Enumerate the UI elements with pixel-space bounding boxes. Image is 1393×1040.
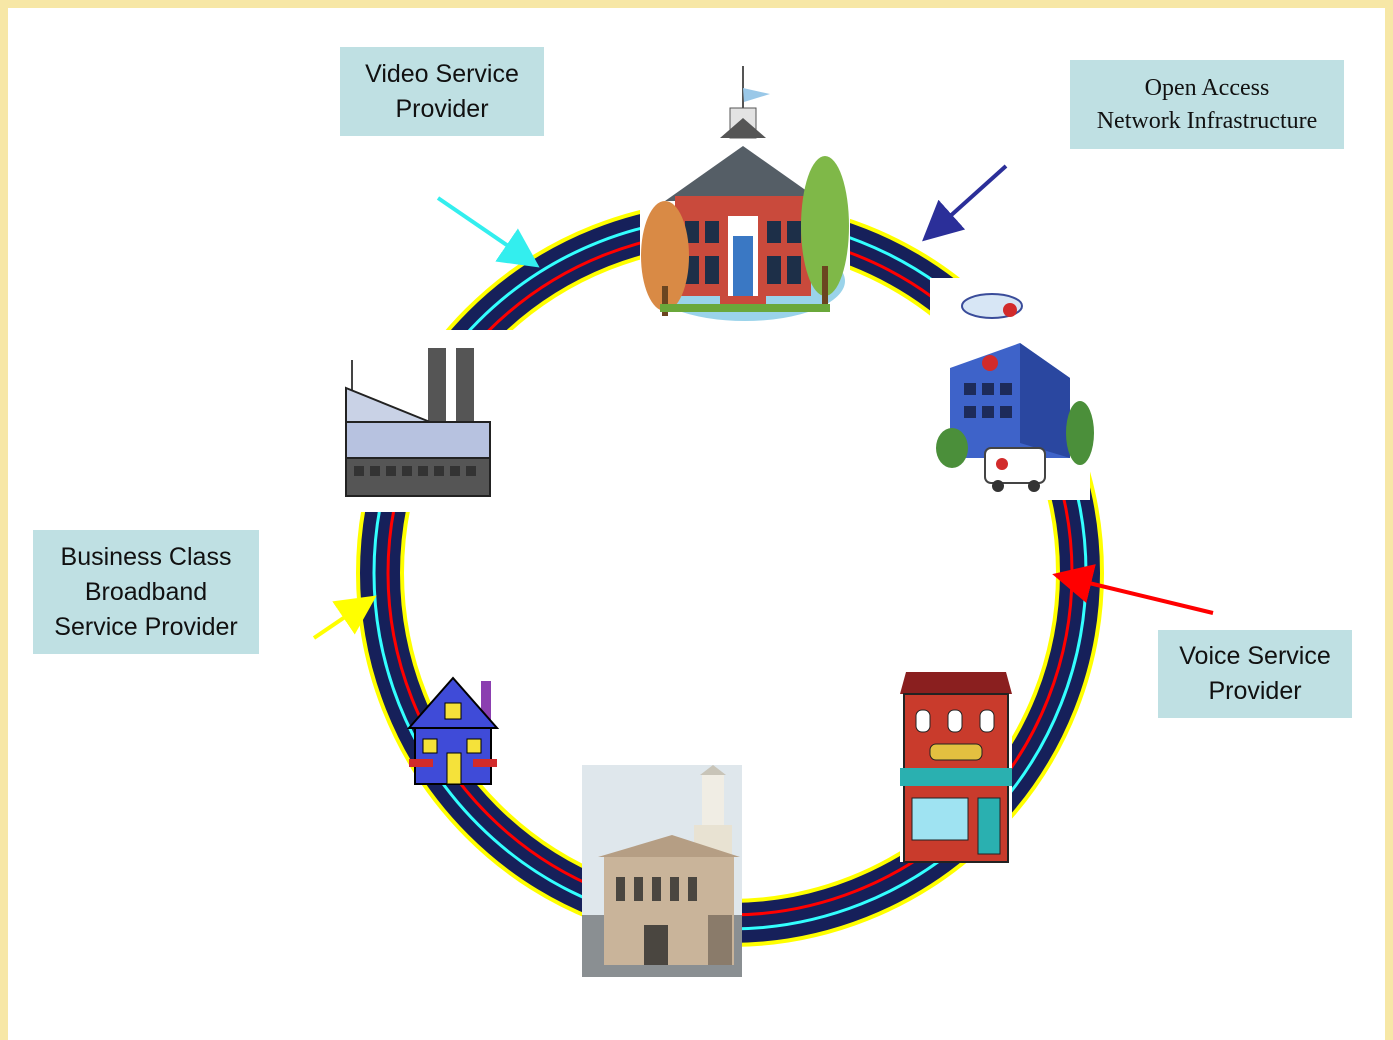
house-icon [406,676,500,785]
network-diagram [312,66,1214,977]
hospital-icon [930,278,1094,500]
courthouse-icon [582,765,742,977]
schoolhouse-icon [640,66,850,321]
diagram-frame: Video Service Provider Open Access Netwo… [8,8,1385,1040]
arrow-video [436,196,540,268]
arrow-business [312,595,377,640]
open-access-network-label: Open Access Network Infrastructure [1070,60,1344,149]
video-service-provider-label: Video Service Provider [340,47,544,136]
voice-service-provider-label: Voice Service Provider [1158,630,1352,718]
business-class-broadband-label: Business Class Broadband Service Provide… [33,530,259,654]
arrow-open-access [922,164,1008,242]
storefront-icon [900,672,1012,863]
factory-icon [330,330,520,512]
arrow-voice [1052,564,1214,615]
